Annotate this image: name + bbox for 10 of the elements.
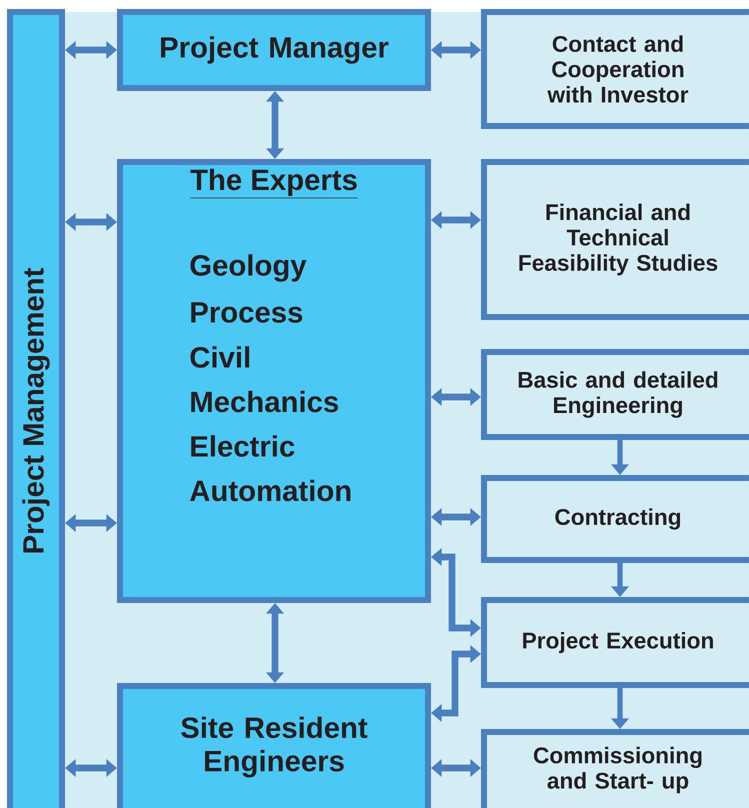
process-box: Contracting (481, 475, 749, 563)
experts-box: The Experts Geology Process Civil Mechanics Electric Automation (117, 159, 431, 603)
process-box: Project Execution (481, 597, 749, 688)
side-bar: Project Management (7, 9, 65, 808)
process-box: Site Resident Engineers (117, 683, 431, 808)
process-box: Project Manager (117, 9, 431, 91)
process-box: Contact and Cooperation with Investor (481, 9, 749, 129)
process-box: Basic and detailed Engineering (481, 349, 749, 440)
process-box: Commissioning and Start- up (481, 729, 749, 808)
process-box: Financial and Technical Feasibility Studies (481, 159, 749, 320)
